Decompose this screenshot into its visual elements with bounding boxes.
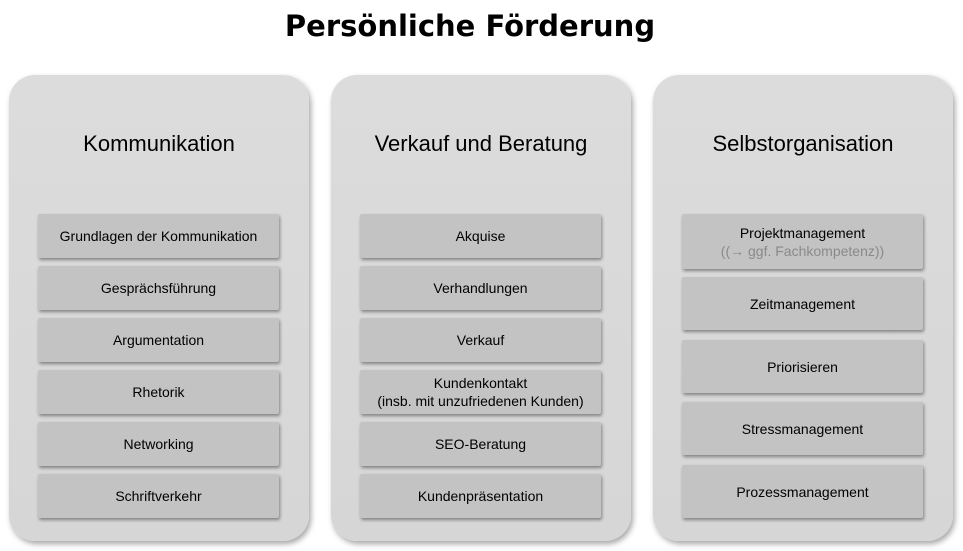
column-kommunikation: Kommunikation Grundlagen der Kommunikati… [9, 75, 309, 541]
topic-box: Projektmanagement ((→ ggf. Fachkompetenz… [682, 214, 923, 269]
topic-label: Akquise [455, 228, 506, 244]
topic-label: Rhetorik [132, 384, 185, 400]
topic-box: Networking [38, 422, 279, 466]
topic-box: Stressmanagement [682, 402, 923, 455]
topic-label: Verhandlungen [433, 280, 528, 296]
topic-label: Gesprächsführung [100, 280, 217, 296]
page-title: Persönliche Förderung [284, 9, 656, 43]
column-title: Kommunikation [83, 131, 235, 156]
topic-box: Grundlagen der Kommunikation [38, 214, 279, 258]
column-verkauf-und-beratung: Verkauf und Beratung Akquise Verhandlung… [331, 75, 631, 541]
topic-label: Zeitmanagement [749, 295, 856, 312]
topic-box: Gesprächsführung [38, 266, 279, 310]
topic-label-line2: (insb. mit unzufriedenen Kunden) [377, 393, 584, 409]
topic-box: SEO-Beratung [360, 422, 601, 466]
topic-label: Stressmanagement [741, 420, 864, 437]
column-title: Selbstorganisation [712, 131, 894, 156]
topic-box: Rhetorik [38, 370, 279, 414]
topic-label: Grundlagen der Kommunikation [59, 228, 258, 244]
topic-box: Prozessmanagement [682, 465, 923, 518]
topic-label: Projektmanagement [739, 224, 866, 241]
column-selbstorganisation: Selbstorganisation Projektmanagement ((→… [653, 75, 953, 541]
topic-note: ((→ ggf. Fachkompetenz)) [720, 242, 885, 259]
topic-label: Schriftverkehr [115, 488, 202, 504]
topic-box: Verkauf [360, 318, 601, 362]
topic-box: Kundenkontakt (insb. mit unzufriedenen K… [360, 370, 601, 414]
topic-box: Schriftverkehr [38, 474, 279, 518]
topic-label: Verkauf [456, 332, 505, 348]
topic-label: Kundenkontakt [433, 375, 528, 391]
column-title: Verkauf und Beratung [374, 131, 588, 156]
topic-label: Networking [123, 436, 194, 452]
topic-label: Kundenpräsentation [417, 488, 544, 504]
topic-label: Prozessmanagement [736, 483, 869, 500]
topic-box: Kundenpräsentation [360, 474, 601, 518]
topic-box: Argumentation [38, 318, 279, 362]
topic-label: Priorisieren [767, 358, 838, 375]
topic-box: Akquise [360, 214, 601, 258]
topic-box: Priorisieren [682, 340, 923, 393]
topic-label: Argumentation [112, 332, 205, 348]
topic-label: SEO-Beratung [434, 436, 527, 452]
topic-box: Verhandlungen [360, 266, 601, 310]
topic-box: Zeitmanagement [682, 277, 923, 330]
